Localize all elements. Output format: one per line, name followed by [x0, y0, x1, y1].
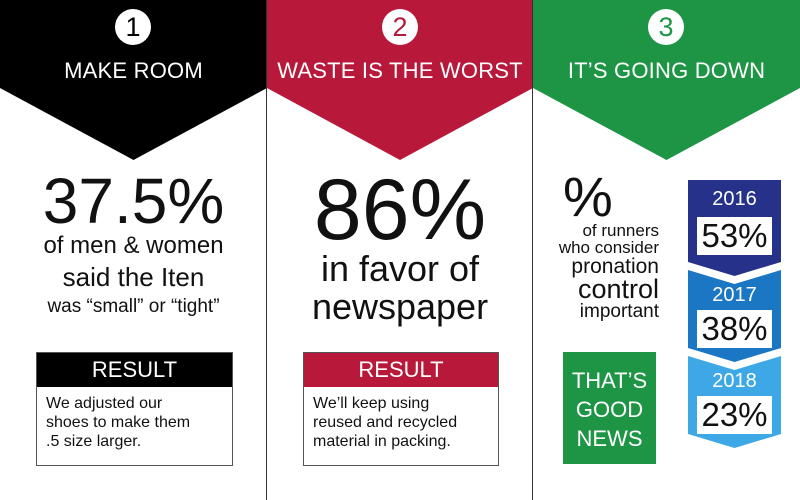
- column-heading: MAKE ROOM: [64, 58, 203, 83]
- stat-line: of men & women: [43, 232, 224, 259]
- stat-value: 37.5%: [42, 165, 225, 237]
- stat-line: newspaper: [311, 286, 489, 327]
- result-line: shoes to make them: [46, 414, 191, 431]
- year-value: 38%: [697, 310, 772, 348]
- result-line: reused and recycled: [313, 414, 458, 431]
- result-text: We’ll keep using reused and recycled mat…: [304, 387, 498, 458]
- year-label: 2018: [712, 370, 757, 392]
- good-news-box: THAT’S GOOD NEWS: [563, 352, 656, 464]
- number-badge: 2: [382, 9, 418, 45]
- year-value: 53%: [697, 217, 772, 255]
- year-label: 2016: [712, 188, 757, 210]
- result-line: We’ll keep using: [313, 395, 430, 412]
- column-heading: WASTE IS THE WORST: [277, 58, 523, 83]
- result-line: We adjusted our: [46, 395, 163, 412]
- desc-line: pronation: [571, 255, 659, 278]
- good-news-line: THAT’S: [571, 368, 648, 393]
- banner-green: [533, 0, 800, 160]
- column-going-down: 3 IT’S GOING DOWN % of runners who consi…: [533, 0, 800, 500]
- banner-red: [267, 0, 533, 160]
- desc-line: important: [579, 301, 659, 322]
- good-news-line: GOOD: [575, 397, 644, 422]
- stat-line: in favor of: [320, 248, 480, 289]
- result-text: We adjusted our shoes to make them .5 si…: [37, 387, 232, 458]
- result-line: material in packing.: [313, 433, 451, 450]
- banner-black: [0, 0, 267, 160]
- percent-sign: %: [563, 165, 613, 228]
- number-badge: 1: [115, 9, 151, 45]
- result-line: .5 size larger.: [46, 433, 142, 450]
- result-label: RESULT: [304, 353, 498, 387]
- stat-line: said the Iten: [62, 262, 205, 292]
- year-label: 2017: [712, 284, 757, 306]
- result-box: RESULT We adjusted our shoes to make the…: [36, 352, 233, 466]
- column-make-room: 1 MAKE ROOM 37.5% of men & women said th…: [0, 0, 267, 500]
- result-label: RESULT: [37, 353, 232, 387]
- divider: [266, 0, 267, 500]
- year-value: 23%: [697, 396, 772, 434]
- good-news-line: NEWS: [576, 426, 643, 451]
- result-box: RESULT We’ll keep using reused and recyc…: [303, 352, 499, 466]
- stat-line: was “small” or “tight”: [47, 296, 220, 317]
- desc-line: of runners: [582, 221, 659, 240]
- desc-line: control: [577, 274, 659, 304]
- divider: [532, 0, 533, 500]
- stat-value: 86%: [313, 162, 487, 258]
- column-heading: IT’S GOING DOWN: [567, 58, 766, 83]
- column-waste: 2 WASTE IS THE WORST 86% in favor of new…: [267, 0, 533, 500]
- desc-line: who consider: [558, 238, 659, 257]
- number-badge: 3: [648, 9, 684, 45]
